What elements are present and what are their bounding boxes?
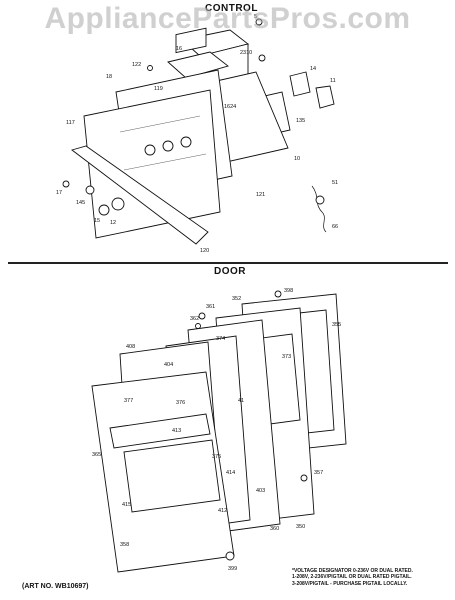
control-callouts: 5 16 2310 122 14 11 18 119 1624 117 135 …	[56, 14, 338, 254]
callout-398: 398	[284, 288, 293, 294]
panel-line	[123, 153, 207, 171]
screw-5	[255, 18, 263, 26]
callout-375: 375	[212, 454, 221, 460]
panel-hole	[144, 144, 156, 156]
panel-line	[119, 115, 201, 133]
callout-5: 5	[254, 14, 257, 20]
callout-404: 404	[164, 362, 173, 368]
switch-11	[315, 85, 335, 109]
knob-15	[98, 204, 110, 216]
callout-357: 357	[314, 470, 323, 476]
callout-66: 66	[332, 224, 338, 230]
callout-121: 121	[256, 192, 265, 198]
voltage-note: *VOLTAGE DESIGNATOR 0-236V OR DUAL RATED…	[292, 568, 452, 587]
knob-12	[111, 197, 125, 211]
callout-412: 412	[218, 508, 227, 514]
voltage-note-line: 3-208V/PIGTAIL - PURCHASE PIGTAIL LOCALL…	[292, 580, 408, 587]
callout-41: 41	[238, 398, 244, 404]
callout-15: 15	[94, 218, 100, 224]
voltage-note-line: 1-208V, 2-236V/PIGTAIL OR DUAL RATED PIG…	[292, 574, 412, 581]
callout-119: 119	[154, 86, 163, 92]
door-diagram	[91, 290, 347, 573]
callout-377: 377	[124, 398, 133, 404]
callout-360: 360	[270, 526, 279, 532]
callout-1624: 1624	[224, 104, 236, 110]
pigtail-connector	[315, 195, 325, 205]
screw-398	[274, 290, 282, 298]
door-window-358	[123, 439, 221, 513]
callout-17: 17	[56, 190, 62, 196]
callout-352: 352	[232, 296, 241, 302]
callout-122: 122	[132, 62, 141, 68]
screw-362	[195, 323, 201, 329]
trim-120	[71, 145, 209, 245]
callout-2310: 2310	[240, 50, 252, 56]
callout-11: 11	[330, 78, 336, 84]
knob-2310	[258, 54, 266, 62]
switch-block	[175, 27, 207, 54]
screw-122	[147, 65, 153, 71]
screw-399	[225, 551, 235, 561]
callout-355: 355	[332, 322, 341, 328]
callout-408: 408	[126, 344, 135, 350]
callout-399: 399	[228, 566, 237, 572]
callout-362: 362	[190, 316, 199, 322]
knob-145	[85, 185, 95, 195]
callout-374: 374	[216, 336, 225, 342]
callout-10: 10	[294, 156, 300, 162]
callout-373: 373	[282, 354, 291, 360]
door-handle-365	[109, 413, 211, 449]
callout-365: 365	[92, 452, 101, 458]
knob-17	[62, 180, 70, 188]
switch-14	[289, 71, 311, 97]
callout-376: 376	[176, 400, 185, 406]
section-divider	[8, 262, 448, 264]
screw-361	[198, 312, 206, 320]
callout-135: 135	[296, 118, 305, 124]
callout-403: 403	[256, 488, 265, 494]
callout-14: 14	[310, 66, 316, 72]
screw-357	[300, 474, 308, 482]
control-diagram	[62, 18, 335, 245]
callout-358: 358	[120, 542, 129, 548]
callout-350: 350	[296, 524, 305, 530]
callout-12: 12	[110, 220, 116, 226]
callout-16: 16	[176, 46, 182, 52]
door-callouts: 398 352 361 355 362 374 408 404 373 377 …	[92, 288, 341, 572]
callout-18: 18	[106, 74, 112, 80]
panel-hole	[162, 140, 174, 152]
callout-415: 415	[122, 502, 131, 508]
callout-117: 117	[66, 120, 75, 126]
panel-hole	[180, 136, 192, 148]
callout-414: 414	[226, 470, 235, 476]
callout-145: 145	[76, 200, 85, 206]
art-number: (ART NO. WB10697)	[22, 583, 89, 590]
door-section-title: DOOR	[214, 266, 246, 277]
switch-housing	[167, 51, 229, 79]
voltage-note-line: *VOLTAGE DESIGNATOR 0-236V OR DUAL RATED…	[292, 568, 413, 574]
callout-120: 120	[200, 248, 209, 254]
callout-361: 361	[206, 304, 215, 310]
pigtail-wire	[311, 185, 327, 233]
callout-51: 51	[332, 180, 338, 186]
control-section-title: CONTROL	[205, 3, 258, 14]
callout-413: 413	[172, 428, 181, 434]
